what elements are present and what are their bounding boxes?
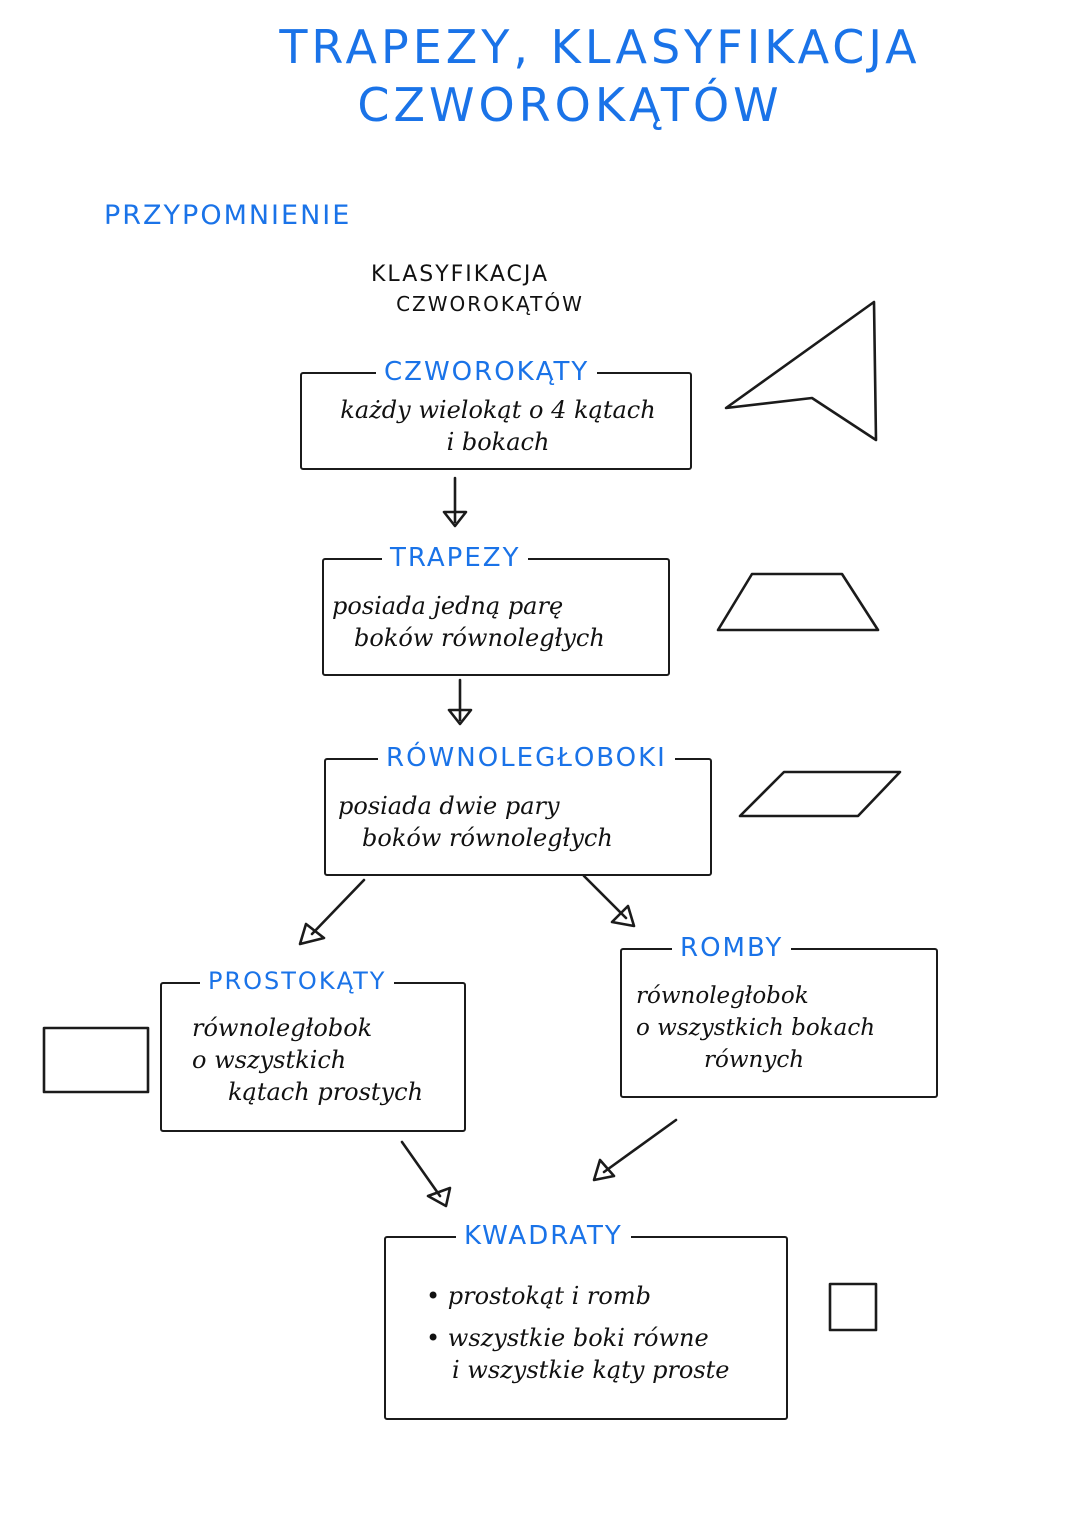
node-romby-line-1: równoległobok bbox=[636, 983, 809, 1009]
node-romby-line-3: równych bbox=[704, 1047, 805, 1073]
diagram-heading-line-2: CZWOROKĄTÓW bbox=[396, 292, 584, 316]
node-czworokaty-line-1: każdy wielokąt o 4 kątach bbox=[340, 396, 656, 424]
node-prostokaty-title: PROSTOKĄTY bbox=[200, 967, 395, 995]
page-title-line-1: TRAPEZY, KLASYFIKACJA bbox=[279, 20, 921, 74]
node-rownoleglboki-line-2: boków równoległych bbox=[362, 824, 613, 852]
rectangle-icon bbox=[42, 1026, 150, 1094]
node-rownoleglboki-line-1: posiada dwie pary bbox=[338, 792, 560, 820]
diagram-heading-line-1: KLASYFIKACJA bbox=[371, 262, 549, 287]
node-prostokaty-line-1: równoległobok bbox=[192, 1014, 373, 1042]
page-title-line-2: CZWOROKĄTÓW bbox=[357, 78, 783, 132]
trapezoid-icon bbox=[716, 572, 880, 632]
parallelogram-icon bbox=[738, 770, 902, 818]
node-kwadraty: KWADRATY • prostokąt i romb • wszystkie … bbox=[384, 1221, 788, 1420]
node-kwadraty-title: KWADRATY bbox=[456, 1221, 631, 1251]
node-czworokaty: CZWOROKĄTY każdy wielokąt o 4 kątach i b… bbox=[300, 357, 692, 470]
arrow-rownoleglboki-romby bbox=[582, 874, 636, 928]
node-czworokaty-line-2: i bokach bbox=[446, 428, 550, 456]
node-rownoleglboki: RÓWNOLEGŁOBOKI posiada dwie pary boków r… bbox=[324, 743, 712, 876]
node-kwadraty-line-2: • wszystkie boki równe bbox=[426, 1324, 709, 1352]
arrow-rownoleglboki-prostokaty bbox=[298, 878, 366, 946]
section-label: PRZYPOMNIENIE bbox=[104, 200, 352, 231]
arrow-czworokaty-trapezy bbox=[442, 476, 468, 528]
arrow-romby-kwadraty bbox=[592, 1118, 678, 1182]
node-trapezy-line-1: posiada jedną parę bbox=[332, 592, 564, 620]
arrow-prostokaty-kwadraty bbox=[400, 1140, 452, 1208]
node-romby-line-2: o wszystkich bokach bbox=[636, 1015, 876, 1041]
node-kwadraty-line-3: i wszystkie kąty proste bbox=[452, 1356, 730, 1384]
arrow-trapezy-rownoleglboki bbox=[447, 678, 473, 726]
node-trapezy: TRAPEZY posiada jedną parę boków równole… bbox=[322, 543, 670, 676]
node-romby: ROMBY równoległobok o wszystkich bokach … bbox=[620, 933, 938, 1098]
node-prostokaty-line-3: kątach prostych bbox=[228, 1078, 424, 1106]
node-trapezy-line-2: boków równoległych bbox=[354, 624, 605, 652]
concave-quadrilateral-icon bbox=[724, 300, 878, 442]
node-kwadraty-line-1: • prostokąt i romb bbox=[426, 1282, 651, 1310]
node-prostokaty: PROSTOKĄTY równoległobok o wszystkich ką… bbox=[160, 967, 466, 1132]
node-trapezy-title: TRAPEZY bbox=[382, 543, 529, 573]
square-icon bbox=[828, 1282, 878, 1332]
node-romby-title: ROMBY bbox=[672, 933, 792, 963]
node-czworokaty-title: CZWOROKĄTY bbox=[376, 357, 598, 387]
node-prostokaty-line-2: o wszystkich bbox=[192, 1046, 347, 1074]
node-rownoleglboki-title: RÓWNOLEGŁOBOKI bbox=[378, 743, 675, 773]
